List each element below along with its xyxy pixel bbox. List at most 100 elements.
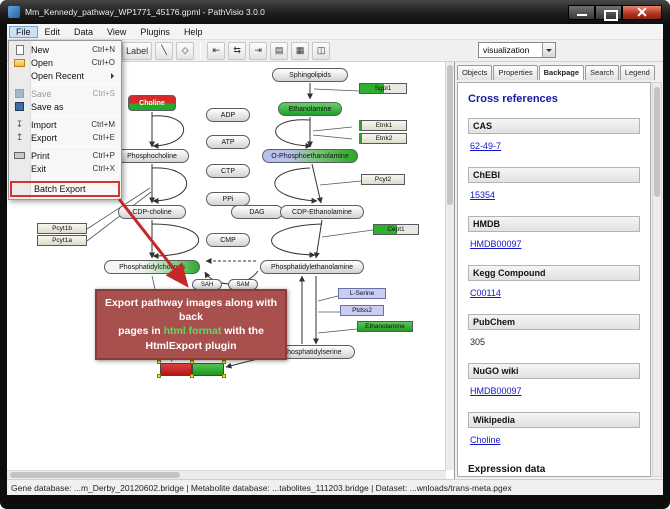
pathway-node[interactable]: L-Serine	[338, 288, 386, 299]
file-menu-item-batch-export[interactable]: Batch Export	[10, 181, 120, 197]
pathway-edges	[86, 83, 374, 369]
file-menu-item-print[interactable]: Print Ctrl+P	[9, 149, 121, 162]
selection-handle[interactable]	[190, 360, 194, 364]
selection-handle[interactable]	[222, 374, 226, 378]
menu-plugins[interactable]: Plugins	[140, 26, 170, 37]
file-menu-item-export[interactable]: ↥ Export Ctrl+E	[9, 131, 121, 144]
pathway-node[interactable]: Ethanolamine	[278, 102, 342, 116]
crossref-link[interactable]: HMDB00097	[470, 386, 522, 396]
tab-objects[interactable]: Objects	[457, 65, 493, 80]
visualization-value: visualization	[483, 45, 530, 55]
selection-handle[interactable]	[222, 360, 226, 364]
tab-legend[interactable]: Legend	[619, 65, 655, 80]
distribute-button[interactable]: ▦	[291, 41, 310, 60]
align-right-button[interactable]: ⇥	[249, 41, 268, 60]
tab-backpage[interactable]: Backpage	[538, 65, 585, 80]
file-menu-item-open[interactable]: Open Ctrl+O	[9, 56, 121, 69]
menu-file[interactable]: File	[9, 25, 38, 38]
crossref-link[interactable]: Choline	[470, 435, 501, 445]
crossref-link[interactable]: HMDB00097	[470, 239, 522, 249]
pathway-node[interactable]: Ptdss2	[340, 305, 384, 316]
menu-separator	[33, 146, 119, 147]
pathway-node[interactable]: DAG	[231, 205, 283, 219]
file-menu-item-open-recent[interactable]: Open Recent	[9, 69, 121, 82]
pathway-node[interactable]: CMP	[206, 233, 250, 247]
selected-pathway-node[interactable]	[157, 360, 226, 378]
callout-text: with the	[221, 325, 264, 338]
pathway-node[interactable]: Ethanolamine	[357, 321, 413, 332]
pathway-node[interactable]: Pcyt2	[361, 174, 405, 185]
selection-handle[interactable]	[190, 374, 194, 378]
label-tool-button[interactable]: Label	[122, 41, 153, 60]
menu-item-label: New	[31, 44, 50, 55]
selection-handle[interactable]	[157, 374, 161, 378]
pathway-node[interactable]: Etnk2	[359, 133, 407, 144]
file-menu-item-new[interactable]: New Ctrl+N	[9, 43, 121, 56]
tab-search[interactable]: Search	[585, 65, 619, 80]
scrollbar-thumb[interactable]	[654, 87, 660, 197]
panel-scrollbar[interactable]	[652, 82, 662, 477]
pathway-node[interactable]: Choline	[128, 95, 176, 111]
pathway-node[interactable]: Etnk1	[359, 120, 407, 131]
minimize-button[interactable]	[568, 4, 595, 20]
close-button[interactable]	[622, 4, 662, 20]
line-tool-button[interactable]: ╲	[155, 41, 174, 60]
pathway-node[interactable]: O-Phosphoethanolamine	[262, 149, 358, 163]
save-icon	[12, 89, 27, 98]
pathway-node[interactable]: Phosphatidylcholines	[104, 260, 200, 274]
pathway-node[interactable]: ATP	[206, 135, 250, 149]
pathway-node[interactable]: Pcyt1b	[37, 223, 87, 234]
menu-edit[interactable]: Edit	[44, 26, 61, 37]
stack-icon: ▤	[274, 45, 284, 55]
statusbar-text: Gene database: ...m_Derby_20120602.bridg…	[11, 482, 512, 493]
pathway-node[interactable]: CDP-Ethanolamine	[280, 205, 364, 219]
crossref-link[interactable]: C00114	[470, 288, 501, 298]
pathway-node[interactable]: Phosphatidylserine	[269, 345, 355, 359]
visualization-combobox[interactable]: visualization	[478, 42, 556, 58]
import-icon: ↧	[15, 119, 24, 129]
pathway-node[interactable]: Phosphatidylethanolamine	[260, 260, 364, 274]
group-icon: ◫	[316, 45, 326, 55]
pathway-node[interactable]: Cept1	[373, 224, 419, 235]
menu-data[interactable]: Data	[74, 26, 94, 37]
crossref-link[interactable]: 62-49-7	[470, 141, 502, 151]
scrollbar-thumb[interactable]	[10, 472, 180, 478]
stack-button[interactable]: ▤	[270, 41, 289, 60]
scrollbar-thumb[interactable]	[447, 65, 453, 205]
file-menu-item-save-as[interactable]: Save as	[9, 100, 121, 113]
selection-handle[interactable]	[157, 360, 161, 364]
pathway-node[interactable]: ADP	[206, 108, 250, 122]
backpage-section-header: CAS	[468, 118, 640, 134]
canvas-vertical-scrollbar[interactable]	[445, 62, 454, 470]
menubar: File Edit Data View Plugins Help	[7, 24, 663, 40]
maximize-button[interactable]	[595, 4, 622, 21]
annotation-callout: Export pathway images along with back pa…	[95, 289, 287, 360]
pathway-node[interactable]: Phosphocholine	[115, 149, 189, 163]
pathway-node[interactable]: Pcyt1a	[37, 235, 87, 246]
menu-view[interactable]: View	[107, 26, 127, 37]
pathway-node[interactable]: Sgpl1	[359, 83, 407, 94]
backpage-section-header: Kegg Compound	[468, 265, 640, 281]
pathway-node[interactable]: PPi	[206, 192, 250, 206]
file-menu-item-save[interactable]: Save Ctrl+S	[9, 87, 121, 100]
pathway-node[interactable]: CTP	[206, 164, 250, 178]
backpage-section-header: ChEBI	[468, 167, 640, 183]
crossref-link[interactable]: 15354	[470, 190, 496, 200]
align-left-button[interactable]: ⇤	[207, 41, 226, 60]
shape-tool-button[interactable]: ◇	[176, 41, 195, 60]
file-menu-item-exit[interactable]: Exit Ctrl+X	[9, 162, 121, 175]
menu-item-label: Open Recent	[31, 70, 85, 81]
app-body: File Edit Data View Plugins Help Zoom: 1…	[7, 24, 663, 495]
file-menu-item-import[interactable]: ↧ Import Ctrl+M	[9, 118, 121, 131]
tab-properties[interactable]: Properties	[493, 65, 538, 80]
backpage-section-header: NuGO wiki	[468, 363, 640, 379]
pathway-node[interactable]: CDP-choline	[118, 205, 186, 219]
pathway-node[interactable]: Sphingolipids	[272, 68, 348, 82]
menu-item-label: Open	[31, 57, 54, 68]
menu-separator	[33, 84, 119, 85]
group-button[interactable]: ◫	[312, 41, 331, 60]
align-center-button[interactable]: ⇆	[228, 41, 247, 60]
canvas-horizontal-scrollbar[interactable]	[7, 470, 446, 479]
menu-item-shortcut: Ctrl+P	[92, 151, 115, 160]
menu-help[interactable]: Help	[183, 26, 203, 37]
